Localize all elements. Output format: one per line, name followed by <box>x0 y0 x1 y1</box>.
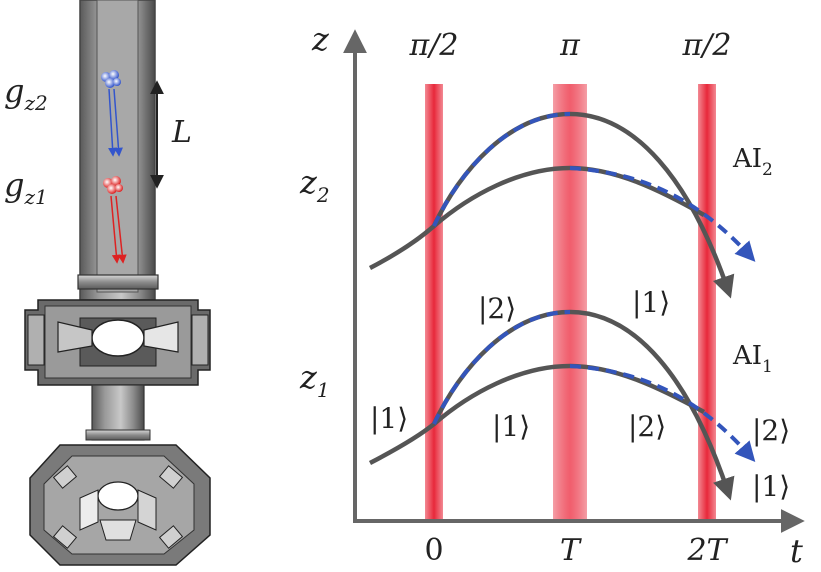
height-label-z1: z <box>299 358 318 396</box>
state-initial: |1⟩ <box>370 402 408 435</box>
pulse-label-first: π/2 <box>409 28 459 63</box>
svg-text:z2: z2 <box>299 163 330 207</box>
atom-trajectory-upper <box>108 88 118 157</box>
z-axis-label: z <box>311 20 330 58</box>
separation-label: L <box>171 115 192 150</box>
spacetime-diagram: z t π/2 π π/2 0 T 2T z2 z1 <box>299 20 805 570</box>
interferometer-upper <box>368 111 756 299</box>
mot-chamber <box>29 444 211 566</box>
state-output-b: |1⟩ <box>752 470 790 503</box>
atom-cloud-lower <box>103 176 123 194</box>
height-label-z1-subscript: 1 <box>317 378 330 402</box>
ai1-path-dashed-lower <box>569 364 756 462</box>
ai1-label: AI <box>732 341 762 371</box>
atom-trajectory-lower <box>110 195 121 264</box>
svg-text:gz2: gz2 <box>4 72 48 115</box>
ai2-path-lower-arm <box>368 165 706 270</box>
svg-text:gz1: gz1 <box>4 166 48 209</box>
interferometer-lower <box>368 309 756 501</box>
height-label-z2-subscript: 2 <box>316 183 330 207</box>
state-after-mirror-upper: |1⟩ <box>632 286 670 319</box>
svg-text:AI1: AI1 <box>732 341 773 377</box>
ai2-path-dashed-upper <box>432 112 571 227</box>
time-tick-2t: 2T <box>686 533 728 568</box>
laser-pulse-second <box>553 84 587 520</box>
state-after-split-lower: |1⟩ <box>492 410 530 443</box>
state-output-a: |2⟩ <box>752 414 790 447</box>
time-tick-t: T <box>560 533 582 568</box>
vacuum-tube <box>77 0 159 301</box>
ai2-label: AI <box>732 144 762 174</box>
svg-text:z1: z1 <box>299 358 330 402</box>
ai2-path-dashed-lower <box>569 166 756 262</box>
t-axis-label: t <box>790 532 803 570</box>
state-after-mirror-lower: |2⟩ <box>628 410 666 443</box>
gravimeter-lower-label: g <box>4 166 24 204</box>
state-after-split-upper: |2⟩ <box>478 292 516 325</box>
time-tick-zero: 0 <box>424 533 443 568</box>
apparatus: L gz2 gz1 <box>4 0 211 566</box>
pulse-label-third: π/2 <box>682 28 732 63</box>
ai2-label-subscript: 2 <box>762 160 773 180</box>
ai1-label-subscript: 1 <box>762 357 773 377</box>
gravimeter-upper-label: g <box>4 72 24 110</box>
height-label-z2: z <box>299 163 318 201</box>
ai1-path-dashed-upper <box>432 310 571 425</box>
gravimeter-upper-subscript: z2 <box>23 91 47 115</box>
gravimeter-lower-subscript: z1 <box>23 185 47 209</box>
laser-pulse-first <box>425 84 443 520</box>
atom-cloud-upper <box>101 70 121 88</box>
pulse-label-second: π <box>559 28 581 63</box>
middle-chamber <box>24 299 211 386</box>
svg-text:AI2: AI2 <box>732 144 773 180</box>
